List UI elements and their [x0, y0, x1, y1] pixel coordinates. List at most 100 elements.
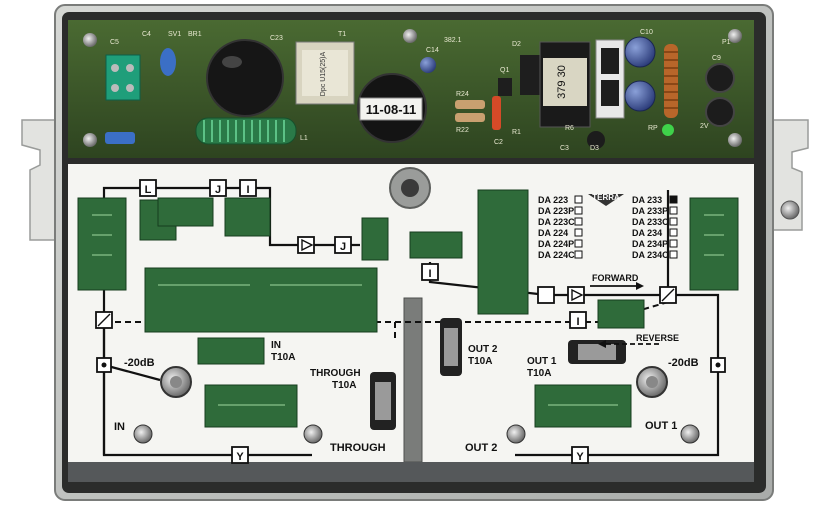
- silk-label: T1: [338, 31, 346, 38]
- legend-checkbox: [574, 206, 583, 215]
- mounting-bracket-left: [21, 119, 59, 241]
- legend-checkbox-checked: [669, 195, 678, 204]
- terra-logo: TERRA: [588, 193, 624, 206]
- legend-checkbox: [574, 239, 583, 248]
- port-out2-connector[interactable]: [506, 424, 526, 444]
- silk-label: 2V: [700, 123, 709, 130]
- legend-checkbox: [669, 239, 678, 248]
- silk-label: C2: [494, 139, 503, 146]
- terra-logo-icon: [588, 194, 624, 206]
- silk-label: C4: [142, 31, 151, 38]
- mounting-bracket-right: [769, 119, 809, 231]
- silk-label: L1: [300, 135, 308, 142]
- attenuator-out-label: -20dB: [668, 357, 699, 369]
- power-supply-pcb: Dpc U15(25)A 11-08-11 379 30: [68, 20, 754, 158]
- reverse-arrow-icon: [598, 340, 606, 348]
- eq-module-in: [204, 384, 298, 428]
- date-sticker: [359, 97, 423, 121]
- screw-icon: [83, 133, 97, 147]
- in-module-label-line2: T10A: [271, 352, 295, 363]
- silk-label: R1: [512, 129, 521, 136]
- housing-bottom-lip: [68, 462, 754, 482]
- eq-module-out: [534, 384, 632, 428]
- legend-model-label: DA 233: [632, 195, 662, 205]
- silk-label: C3: [560, 145, 569, 152]
- legend-model-label: DA 224: [538, 228, 568, 238]
- legend-checkbox: [574, 195, 583, 204]
- through-module-label-line1: THROUGH: [310, 368, 361, 379]
- highpass-symbol: L: [145, 184, 152, 196]
- legend-model-label: DA 223P: [538, 206, 574, 216]
- port-out1-connector[interactable]: [680, 424, 700, 444]
- out1-module-label-line2: T10A: [527, 368, 551, 379]
- silk-label: R6: [565, 125, 574, 132]
- ports: [133, 424, 700, 444]
- interstage-symbol-3: I: [576, 316, 579, 328]
- coil: [664, 44, 678, 118]
- port-through-connector[interactable]: [303, 424, 323, 444]
- silk-label: C23: [270, 35, 283, 42]
- ground-screw-icon: [780, 200, 800, 220]
- silk-label: R22: [456, 127, 469, 134]
- silk-label: P1: [722, 39, 731, 46]
- power-led-icon: [662, 124, 674, 136]
- panel-text: -20dB -20dB IN T10A THROUGH T10A OUT 2 T…: [114, 273, 699, 454]
- ferrite-transformer-label: 379 30: [556, 65, 568, 99]
- silk-label: BR1: [188, 31, 202, 38]
- port-out1-label: OUT 1: [645, 420, 677, 432]
- terra-brand-text: TERRA: [592, 193, 620, 202]
- out2-module-label-line1: OUT 2: [468, 344, 498, 355]
- attenuators: [160, 366, 668, 398]
- interstage-symbol-2: I: [428, 268, 431, 280]
- transformer-part-number: Dpc U15(25)A: [320, 51, 327, 96]
- silk-label: Q1: [500, 67, 509, 74]
- out2-module-label-line2: T10A: [468, 356, 492, 367]
- legend-model-label: DA 223: [538, 195, 568, 205]
- legend-checkbox: [574, 228, 583, 237]
- legend-model-label: DA 224P: [538, 239, 574, 249]
- silk-label: SV1: [168, 31, 181, 38]
- legend-model-label: DA 223C: [538, 217, 575, 227]
- legend-model-label: DA 233C: [632, 217, 669, 227]
- port-in-label: IN: [114, 421, 125, 433]
- diagram-symbols: L J I J I I Y Y: [95, 179, 726, 464]
- silk-label: R24: [456, 91, 469, 98]
- silk-label: C5: [110, 39, 119, 46]
- reverse-label: REVERSE: [636, 333, 679, 343]
- legend-checkbox: [669, 217, 678, 226]
- capacitor: [624, 80, 656, 112]
- legend-checkbox: [574, 250, 583, 259]
- board-code: 382.1: [444, 37, 462, 44]
- plug-in-module-left: [77, 197, 127, 291]
- jumper-symbol-2: J: [340, 241, 346, 253]
- jumper-symbol: J: [215, 184, 221, 196]
- port-out2-label: OUT 2: [465, 442, 497, 454]
- legend-model-label: DA 234C: [632, 250, 669, 260]
- screw-icon: [83, 33, 97, 47]
- screw-icon: [403, 29, 417, 43]
- silk-label: C10: [640, 29, 653, 36]
- legend-checkbox: [574, 217, 583, 226]
- main-amplifier-board: [144, 267, 378, 333]
- forward-arrow-icon: [636, 282, 644, 290]
- terminal-block: [105, 54, 141, 101]
- silk-label: C14: [426, 47, 439, 54]
- plug-in-module-right: [689, 197, 739, 291]
- electrolytic-capacitor: [206, 39, 284, 117]
- interstage-symbol: I: [246, 184, 249, 196]
- silk-label: RP: [648, 125, 658, 132]
- forward-amp-triangle-icon: [571, 288, 584, 302]
- splitter-symbol-out: Y: [576, 451, 584, 463]
- port-in-connector[interactable]: [133, 424, 153, 444]
- legend-model-label: DA 234P: [632, 239, 668, 249]
- legend-model-label: DA 224C: [538, 250, 575, 260]
- capacitor: [160, 48, 176, 76]
- through-module-label-line2: T10A: [332, 380, 356, 391]
- legend-model-label: DA 234: [632, 228, 662, 238]
- legend-checkbox: [669, 250, 678, 259]
- out1-module-label-line1: OUT 1: [527, 356, 557, 367]
- date-sticker-text: 11-08-11: [366, 102, 417, 117]
